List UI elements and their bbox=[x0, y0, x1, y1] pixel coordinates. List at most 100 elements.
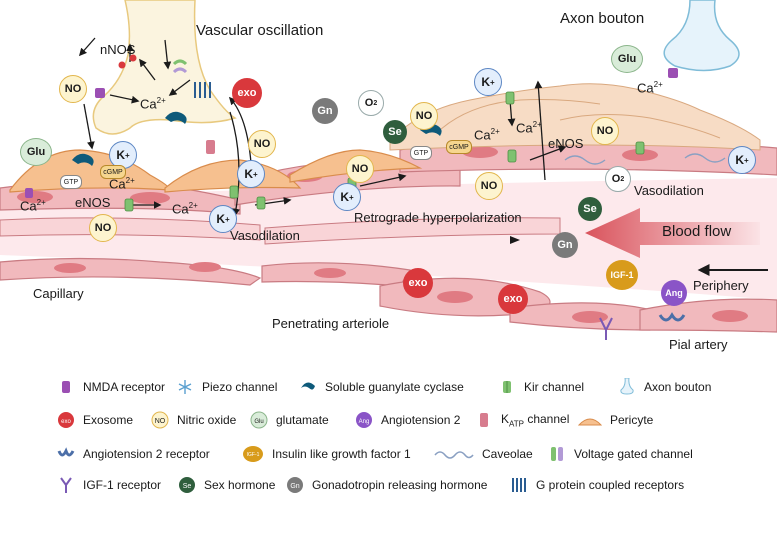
no-circle: NO bbox=[346, 155, 374, 183]
katp-channel-icon bbox=[475, 411, 493, 429]
neuron-body bbox=[92, 0, 237, 135]
se-circle: Se bbox=[383, 120, 407, 144]
label-axon-bouton: Axon bouton bbox=[560, 10, 645, 27]
label-vasodilation: Vasodilation bbox=[634, 183, 704, 198]
label-capillary: Capillary bbox=[33, 286, 84, 301]
pericyte-icon bbox=[577, 411, 603, 429]
axon-bouton-icon bbox=[618, 377, 636, 396]
legend-item: Ang Angiotension 2 bbox=[355, 411, 460, 429]
label-pial-artery: Pial artery bbox=[669, 337, 728, 352]
label-periphery: Periphery bbox=[693, 278, 749, 293]
legend-item: G protein coupled receptors bbox=[510, 476, 684, 494]
caveolae-shapes bbox=[564, 153, 726, 165]
label-ca: Ca2+ bbox=[474, 127, 500, 143]
igf1-receptor-icon bbox=[57, 476, 75, 494]
gpcr-icon bbox=[510, 476, 528, 494]
soluble-guanylate-cyclase-icon bbox=[299, 378, 317, 396]
no-circle: NO bbox=[248, 130, 276, 158]
cgmp-label: cGMP bbox=[446, 140, 472, 154]
legend-item: NMDA receptor bbox=[57, 378, 165, 396]
label-ca: Ca2+ bbox=[20, 198, 46, 214]
nitric-oxide-icon: NO bbox=[151, 411, 169, 429]
gtp-label: GTP bbox=[410, 146, 432, 160]
legend-item: IGF-1 receptor bbox=[57, 476, 161, 494]
ang-receptor-shape bbox=[658, 312, 686, 322]
gpcr-shape bbox=[194, 82, 211, 98]
angiotensin-receptor-icon bbox=[57, 445, 75, 463]
label-penetrating-arteriole: Penetrating arteriole bbox=[272, 316, 390, 331]
exo-circle: exo bbox=[403, 268, 433, 298]
se-circle: Se bbox=[578, 197, 602, 221]
voltage-gated-channel-icon bbox=[548, 445, 566, 463]
nmda-receptor-shapes bbox=[25, 68, 678, 198]
legend-item: Angiotension 2 receptor bbox=[57, 445, 210, 463]
glu-circle: Glu bbox=[20, 138, 52, 166]
no-circle: NO bbox=[475, 172, 503, 200]
legend-item: Kir channel bbox=[498, 378, 584, 396]
svg-text:NO: NO bbox=[155, 418, 166, 425]
k-circle: K+ bbox=[728, 146, 756, 174]
sex-hormone-icon: Se bbox=[178, 476, 196, 494]
exo-circle: exo bbox=[498, 284, 528, 314]
no-circle: NO bbox=[410, 102, 438, 130]
legend-item: Pericyte bbox=[577, 411, 653, 429]
nmda-receptor-icon bbox=[57, 378, 75, 396]
legend-item: KATP channel bbox=[475, 411, 569, 429]
legend-item: Voltage gated channel bbox=[548, 445, 693, 463]
k-circle: K+ bbox=[474, 68, 502, 96]
gnrh-icon: Gn bbox=[286, 476, 304, 494]
axon-bouton-shape bbox=[663, 0, 740, 72]
angiotensin-icon: Ang bbox=[355, 411, 373, 429]
label-ca: Ca2+ bbox=[109, 176, 135, 192]
k-circle: K+ bbox=[209, 205, 237, 233]
blood-flow-arrow bbox=[585, 208, 760, 258]
kir-channel-icon bbox=[498, 378, 516, 396]
no-circle: NO bbox=[59, 75, 87, 103]
katp-shape bbox=[206, 140, 215, 154]
label-ca: Ca2+ bbox=[172, 201, 198, 217]
no-circle: NO bbox=[89, 214, 117, 242]
k-circle: K+ bbox=[333, 183, 361, 211]
cgmp-label: cGMP bbox=[100, 165, 126, 179]
legend-item: Caveolae bbox=[434, 445, 533, 463]
gn-circle: Gn bbox=[312, 98, 338, 124]
label-blood-flow: Blood flow bbox=[662, 223, 732, 240]
glial-cells bbox=[389, 83, 761, 151]
label-vasodilation: Vasodilation bbox=[230, 228, 300, 243]
legend-item: Axon bouton bbox=[618, 377, 711, 396]
label-nnos: nNOS bbox=[100, 42, 136, 57]
glu-circle: Glu bbox=[611, 45, 643, 73]
legend-item: exo Exosome bbox=[57, 411, 133, 429]
pericytes bbox=[9, 149, 423, 193]
gn-circle: Gn bbox=[552, 232, 578, 258]
igf1-circle: IGF-1 bbox=[606, 260, 638, 290]
piezo-channel-icon bbox=[176, 378, 194, 396]
label-ca: Ca2+ bbox=[637, 80, 663, 96]
igf1-receptor-shape bbox=[599, 317, 613, 340]
label-ca: Ca2+ bbox=[516, 120, 542, 136]
exo-circle: exo bbox=[232, 78, 262, 108]
glutamate-icon: Glu bbox=[250, 411, 268, 429]
legend-item: Gn Gonadotropin releasing hormone bbox=[286, 476, 487, 494]
legend-item: Piezo channel bbox=[176, 378, 277, 396]
svg-text:Se: Se bbox=[183, 483, 192, 490]
k-circle: K+ bbox=[237, 160, 265, 188]
legend-item: Soluble guanylate cyclase bbox=[299, 378, 464, 396]
legend-item: Se Sex hormone bbox=[178, 476, 275, 494]
label-vascular-oscillation: Vascular oscillation bbox=[196, 22, 324, 39]
igf1-icon: IGF-1 bbox=[242, 445, 264, 463]
label-ca: Ca2+ bbox=[140, 96, 166, 112]
legend-item: NO Nitric oxide bbox=[151, 411, 236, 429]
legend-item: Glu glutamate bbox=[250, 411, 329, 429]
legend-item: IGF-1 Insulin like growth factor 1 bbox=[242, 445, 411, 463]
svg-text:Glu: Glu bbox=[254, 419, 263, 425]
svg-text:IGF-1: IGF-1 bbox=[247, 452, 260, 458]
svg-text:Gn: Gn bbox=[290, 483, 299, 490]
gtp-label: GTP bbox=[60, 175, 82, 189]
exosome-icon: exo bbox=[57, 411, 75, 429]
svg-text:exo: exo bbox=[61, 419, 71, 425]
no-circle: NO bbox=[591, 117, 619, 145]
label-enos: eNOS bbox=[75, 195, 111, 210]
